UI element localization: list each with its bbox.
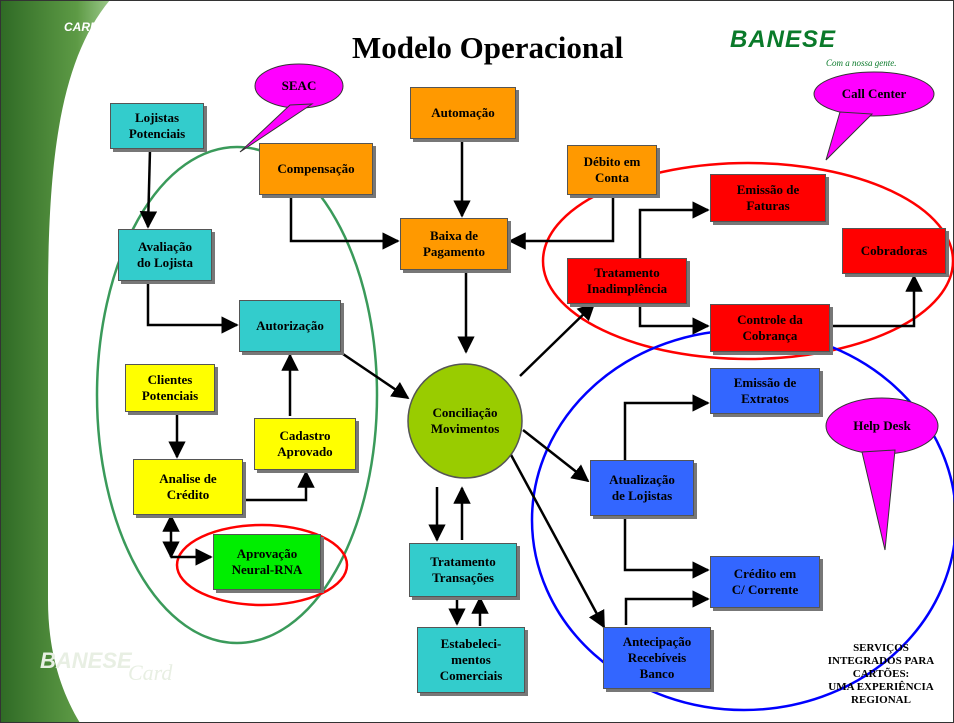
node-aprovacao-neural: Aprovação Neural-RNA bbox=[213, 534, 321, 590]
node-tratamento-inadimplencia: Tratamento Inadimplência bbox=[567, 258, 687, 304]
node-analise-credito: Analise de Crédito bbox=[133, 459, 243, 515]
banese-card-suffix: Card bbox=[128, 660, 173, 685]
node-atualizacao-lojistas: Atualização de Lojistas bbox=[590, 460, 694, 516]
help-desk-callout bbox=[825, 397, 939, 551]
banese-logo: BANESE bbox=[730, 26, 837, 53]
banese-card-logo: BANESE bbox=[40, 648, 132, 673]
node-estabelecimentos: Estabeleci- mentos Comerciais bbox=[417, 627, 525, 693]
neural-group-ellipse bbox=[175, 523, 349, 607]
node-tratamento-transacoes: Tratamento Transações bbox=[409, 543, 517, 597]
seac-label: SEAC bbox=[281, 78, 317, 93]
node-controle-cobranca: Controle da Cobrança bbox=[710, 304, 830, 352]
node-avaliacao-lojista: Avaliação do Lojista bbox=[118, 229, 212, 281]
node-cadastro-aprovado: Cadastro Aprovado bbox=[254, 418, 356, 470]
call-center-label: Call Center bbox=[841, 86, 907, 101]
node-autorizacao: Autorização bbox=[239, 300, 341, 352]
help-desk-label: Help Desk bbox=[853, 418, 911, 433]
node-compensacao: Compensação bbox=[259, 143, 373, 195]
node-cobradoras: Cobradoras bbox=[842, 228, 946, 274]
side-band bbox=[0, 0, 110, 723]
seac-group-ellipse bbox=[95, 145, 379, 645]
call-center-callout bbox=[813, 71, 935, 161]
node-debito-conta: Débito em Conta bbox=[567, 145, 657, 195]
footer-text: SERVIÇOS INTEGRADOS PARA CARTÕES: UMA EX… bbox=[827, 642, 935, 706]
conciliacao-circle bbox=[407, 363, 523, 479]
connectors bbox=[139, 141, 923, 629]
cards-logo: CARDS bbox=[64, 20, 107, 34]
node-clientes-potenciais: Clientes Potenciais bbox=[125, 364, 215, 412]
node-conciliacao: Conciliação Movimentos bbox=[430, 405, 500, 436]
node-lojistas-potenciais: Lojistas Potenciais bbox=[110, 103, 204, 149]
node-emissao-extratos: Emissão de Extratos bbox=[710, 368, 820, 414]
node-emissao-faturas: Emissão de Faturas bbox=[710, 174, 826, 222]
node-baixa-pagamento: Baixa de Pagamento bbox=[400, 218, 508, 270]
node-antecipacao: Antecipação Recebíveis Banco bbox=[603, 627, 711, 689]
banese-tagline: Com a nossa gente. bbox=[826, 58, 897, 68]
cards-year-logo: 2004 bbox=[128, 48, 158, 64]
page-title: Modelo Operacional bbox=[352, 30, 624, 65]
node-automacao: Automação bbox=[410, 87, 516, 139]
seac-callout bbox=[239, 63, 344, 153]
node-credito-corrente: Crédito em C/ Corrente bbox=[710, 556, 820, 608]
call-center-group-ellipse bbox=[541, 161, 954, 361]
